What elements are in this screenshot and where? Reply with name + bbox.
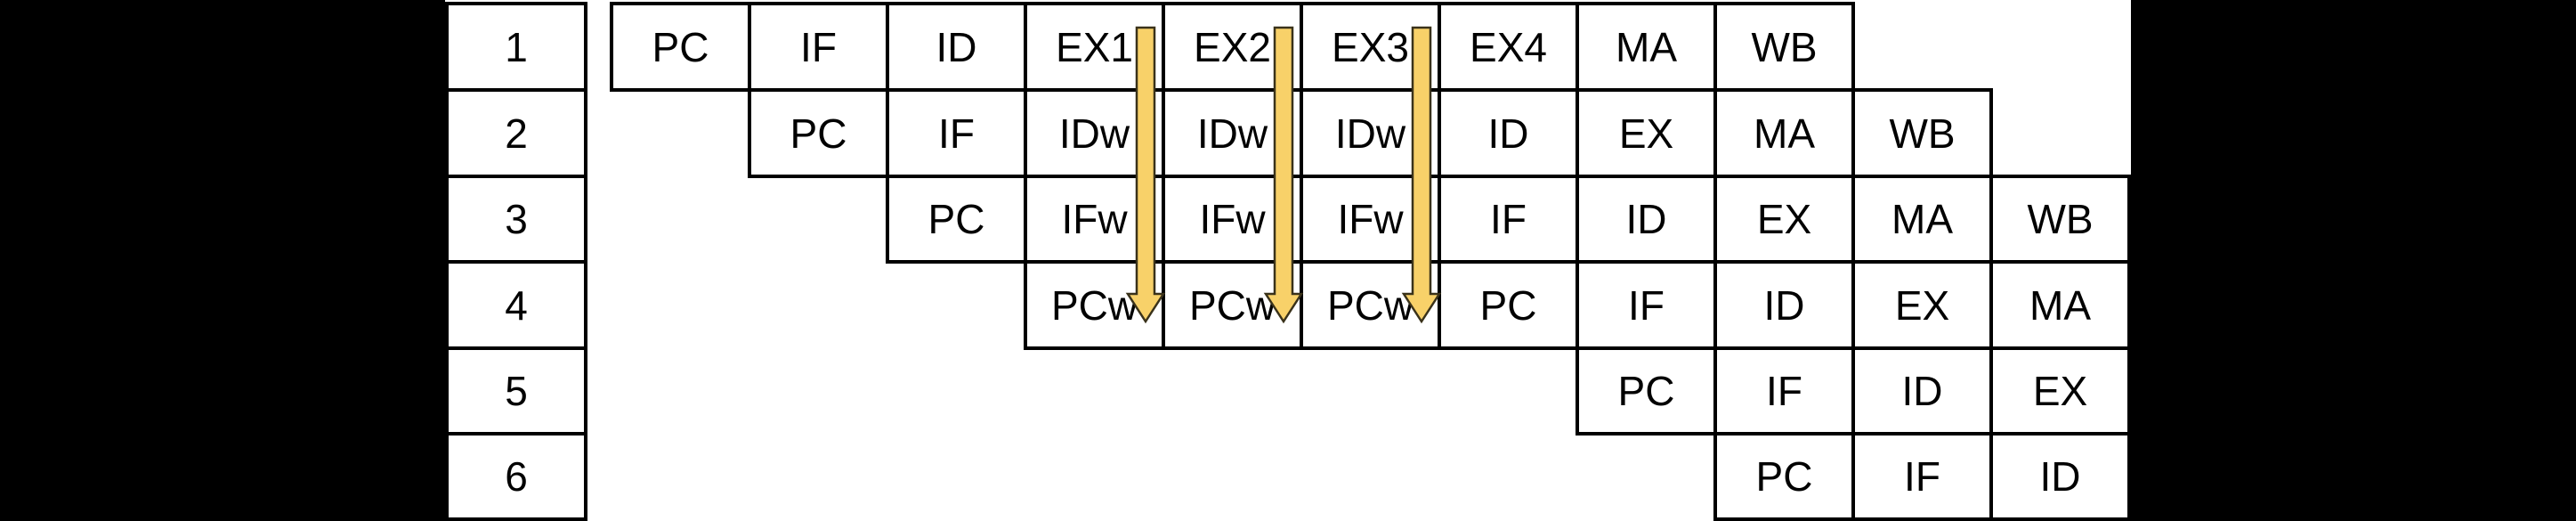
pipeline-stage-cell: ID bbox=[1713, 260, 1855, 350]
pipeline-stage-cell: PC bbox=[1438, 260, 1579, 350]
pipeline-stage-cell: EX4 bbox=[1438, 2, 1579, 92]
pipeline-stage-cell: IF bbox=[1576, 260, 1717, 350]
stall-down-arrow-icon bbox=[1125, 26, 1166, 324]
cycle-label-cell: 2 bbox=[445, 88, 587, 178]
pipeline-stage-cell: ID bbox=[1851, 346, 1993, 436]
pipeline-stage-cell: WB bbox=[1989, 175, 2131, 264]
cycle-label-cell: 6 bbox=[445, 432, 587, 521]
pipeline-stage-cell: MA bbox=[1989, 260, 2131, 350]
pipeline-stage-cell: PC bbox=[886, 175, 1027, 264]
pipeline-stage-cell: IF bbox=[1438, 175, 1579, 264]
pipeline-stage-cell: EX bbox=[1989, 346, 2131, 436]
pipeline-stage-cell: PC bbox=[748, 88, 889, 178]
pipeline-stage-cell: EX bbox=[1576, 88, 1717, 178]
pipeline-stage-cell: IF bbox=[1851, 432, 1993, 521]
pipeline-stage-cell: ID bbox=[1576, 175, 1717, 264]
pipeline-stage-cell: EX bbox=[1851, 260, 1993, 350]
stall-down-arrow-icon bbox=[1263, 26, 1304, 324]
pipeline-stage-cell: PC bbox=[1713, 432, 1855, 521]
pipeline-stage-cell: IF bbox=[1713, 346, 1855, 436]
pipeline-stage-cell: MA bbox=[1576, 2, 1717, 92]
pipeline-stage-cell: PC bbox=[610, 2, 751, 92]
cycle-label-cell: 1 bbox=[445, 2, 587, 92]
pipeline-stage-cell: MA bbox=[1713, 88, 1855, 178]
cycle-label-cell: 5 bbox=[445, 346, 587, 436]
cycle-label-cell: 4 bbox=[445, 260, 587, 350]
pipeline-stage-cell: ID bbox=[1989, 432, 2131, 521]
pipeline-stage-cell: WB bbox=[1713, 2, 1855, 92]
pipeline-stage-cell: IF bbox=[748, 2, 889, 92]
cycle-label-cell: 3 bbox=[445, 175, 587, 264]
pipeline-stage-cell: PC bbox=[1576, 346, 1717, 436]
pipeline-stage-cell: WB bbox=[1851, 88, 1993, 178]
pipeline-stage-cell: ID bbox=[1438, 88, 1579, 178]
stall-down-arrow-icon bbox=[1401, 26, 1442, 324]
pipeline-stage-cell: MA bbox=[1851, 175, 1993, 264]
pipeline-stage-cell: ID bbox=[886, 2, 1027, 92]
pipeline-stage-cell: IF bbox=[886, 88, 1027, 178]
pipeline-stage-cell: EX bbox=[1713, 175, 1855, 264]
